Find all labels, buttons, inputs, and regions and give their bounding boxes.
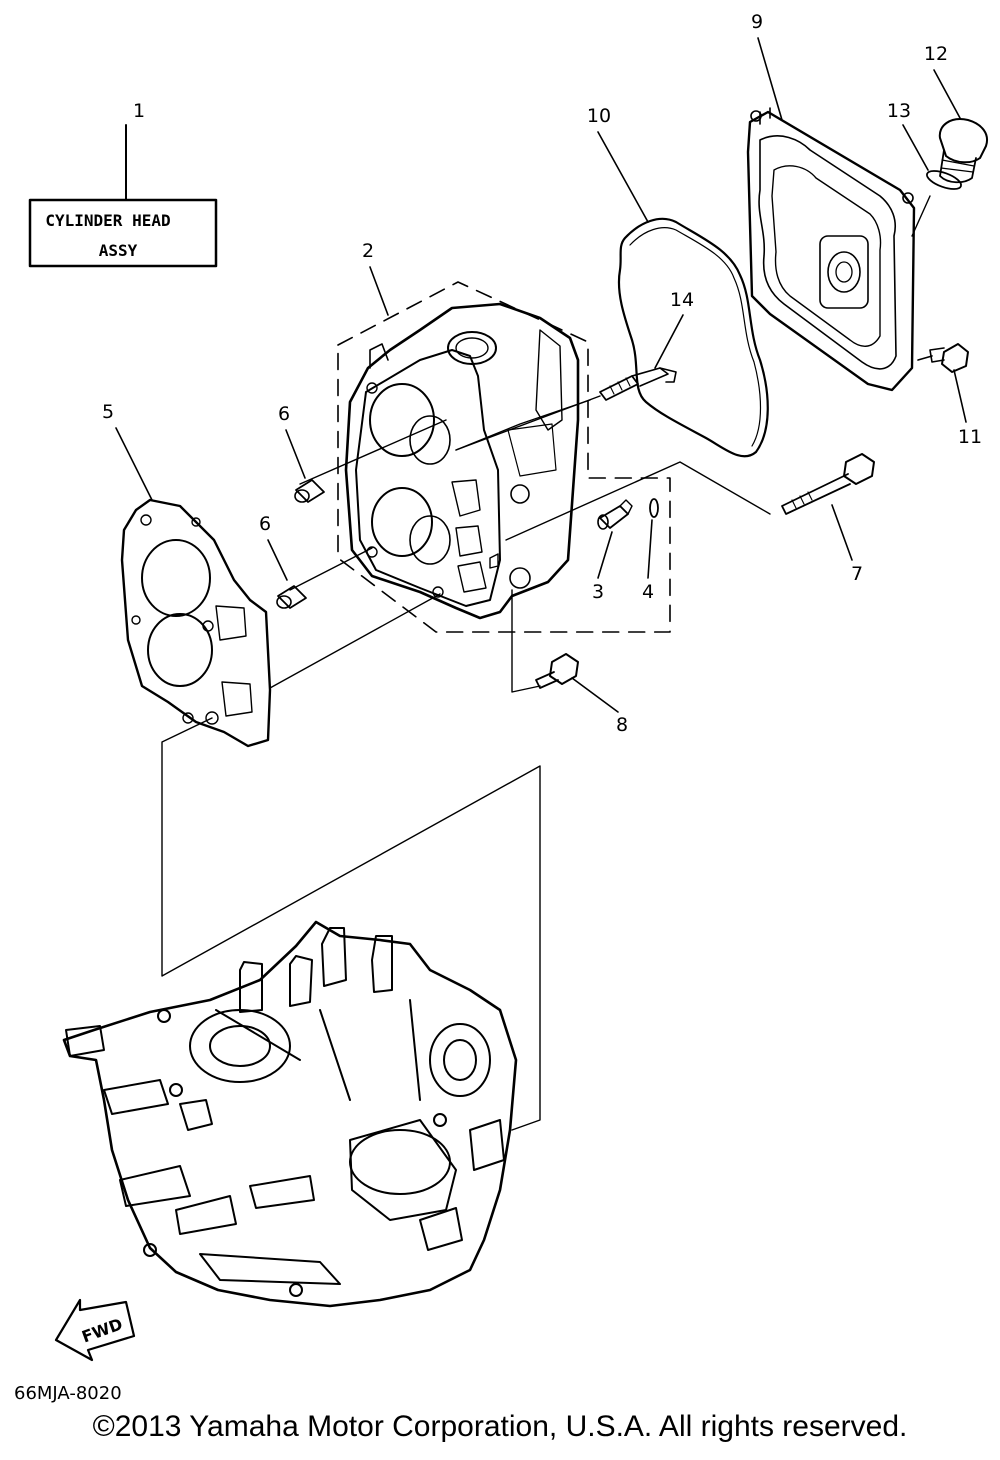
spark-plug [455,367,677,451]
assembly-lines [161,399,771,1131]
assembly-label-box: CYLINDER HEAD ASSY [28,124,218,268]
callout-12: 12 [924,43,948,65]
short-bolt [535,653,579,689]
callout-11: 11 [958,426,982,448]
leader-lines [115,37,967,713]
head-assembly-dashed-outline [337,281,671,633]
cover-bolt [917,343,969,373]
cover-gasket [617,217,769,458]
dowel-pin-upper [294,479,325,503]
callout-6b: 6 [259,513,271,535]
assembly-line1: CYLINDER HEAD [45,211,170,230]
diagram-code: 66MJA-8020 [14,1383,122,1404]
valve-cover [746,107,931,392]
callout-10: 10 [587,105,611,127]
callout-13: 13 [887,100,911,122]
callout-4: 4 [642,581,654,603]
washer [649,498,659,518]
callout-labels: 1 2 3 4 5 6 6 7 8 9 10 11 12 13 14 [102,11,982,736]
callout-14: 14 [670,289,694,311]
callout-6a: 6 [278,403,290,425]
cylinder-head [344,302,580,620]
head-bolt [781,453,875,515]
o-ring [926,170,962,190]
callout-1: 1 [133,100,145,122]
oil-filler-cap [938,118,988,184]
forward-direction-arrow: FWD [54,1298,136,1362]
callout-7: 7 [851,563,863,585]
callout-2: 2 [362,240,374,262]
cylinder-block [62,920,518,1308]
callout-9: 9 [751,11,763,33]
callout-8: 8 [616,714,628,736]
assembly-line2: ASSY [99,241,138,260]
callout-3: 3 [592,581,604,603]
head-gasket [120,498,272,748]
copyright-notice: ©2013 Yamaha Motor Corporation, U.S.A. A… [92,1410,908,1443]
dowel-pin-lower [276,585,307,609]
callout-5: 5 [102,401,114,423]
sender-plug [597,499,633,530]
